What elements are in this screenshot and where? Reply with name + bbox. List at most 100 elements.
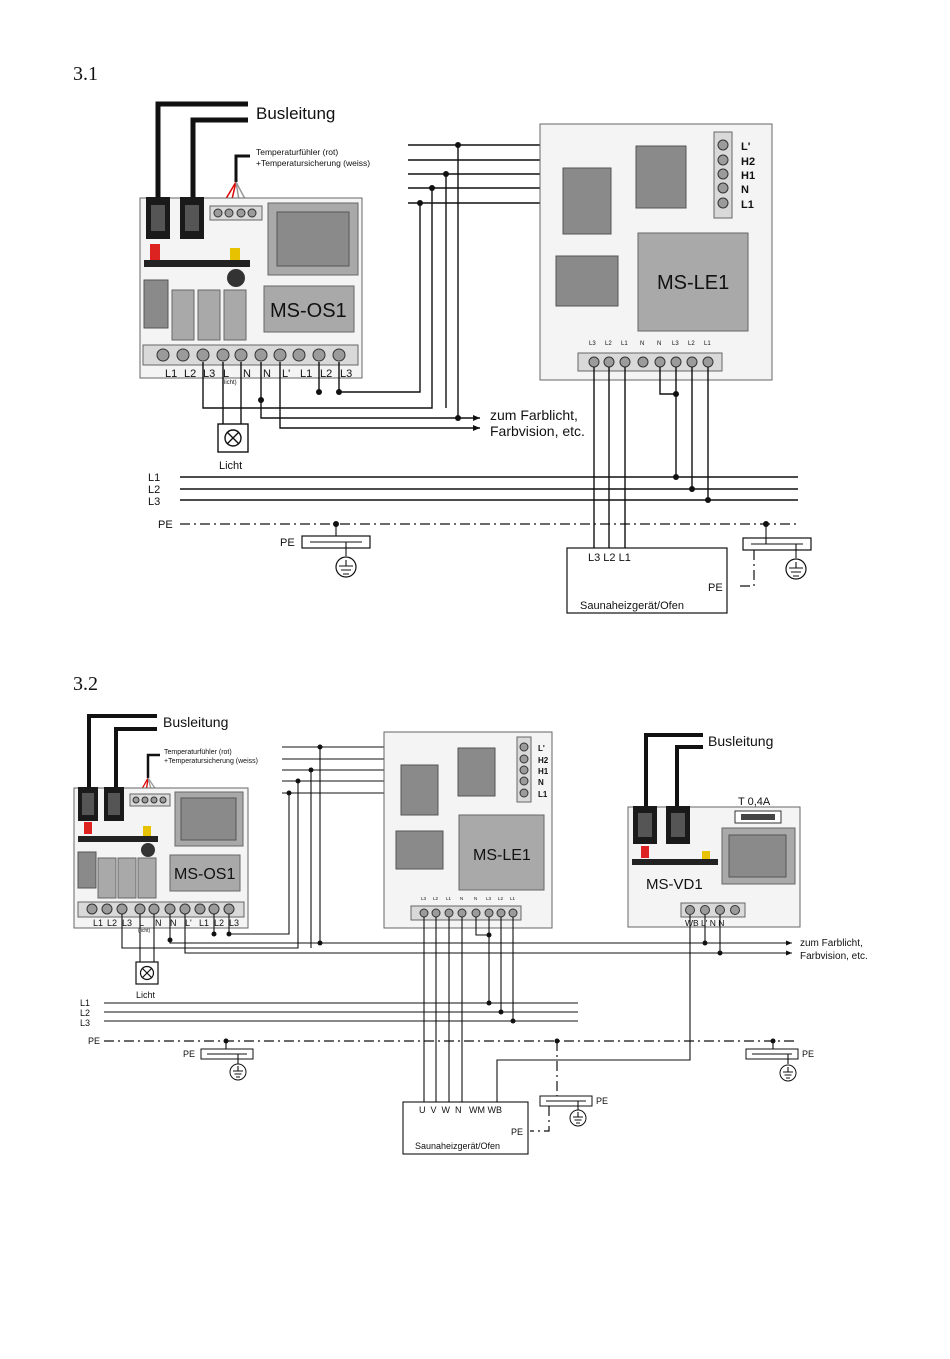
fuse-label: T 0,4A: [738, 796, 771, 808]
ms-le1-label: MS-LE1: [657, 272, 729, 294]
terminal-label: L2: [107, 918, 117, 928]
terminal-label: L2: [320, 368, 332, 380]
terminal-label: L: [223, 368, 229, 380]
terminal-label: L': [538, 744, 545, 753]
farblicht-label: zum Farblicht,: [490, 407, 578, 423]
bus-label: Busleitung: [163, 714, 228, 730]
terminal-label: N: [538, 778, 544, 787]
terminal-label: L: [139, 918, 144, 928]
sensor-cable: [146, 753, 160, 778]
pe-label: PE: [280, 537, 295, 549]
terminal-label: L2: [605, 341, 612, 347]
terminal-label: L1: [538, 790, 548, 799]
ms-le1-board: MS-LE1: [383, 731, 553, 929]
bus-cable: [114, 727, 157, 790]
terminal-label: H1: [538, 767, 549, 776]
terminal-label: L2: [688, 341, 695, 347]
ms-os1-board: MS-OS1: [73, 787, 249, 929]
section-heading-3-2: 3.2: [73, 673, 98, 695]
bus-cable: [190, 117, 248, 200]
terminal-label: H2: [538, 756, 549, 765]
farblicht-label: Farbvision, etc.: [800, 951, 868, 962]
terminal-label: L3: [122, 918, 132, 928]
terminal-label: N: [155, 918, 162, 928]
terminal-label: L3: [589, 341, 596, 347]
terminal-label: H2: [741, 156, 755, 168]
oven-terminals: U V W N WM WB: [419, 1105, 502, 1115]
mains-label: L1: [148, 472, 160, 484]
terminal-label: N: [243, 368, 251, 380]
ms-os1-label: MS-OS1: [174, 866, 235, 883]
terminal-label: L2: [214, 918, 224, 928]
terminal-label: N: [741, 184, 749, 196]
ms-vd1-label: MS-VD1: [646, 876, 703, 893]
terminal-label: L': [282, 368, 290, 380]
terminal-label: L3: [229, 918, 239, 928]
ms-os1-board: MS-OS1: [139, 197, 363, 379]
ground-icon: [785, 558, 807, 580]
section-heading-3-1: 3.1: [73, 63, 98, 85]
pe-label: PE: [596, 1096, 608, 1106]
oven-label: Saunaheizgerät/Ofen: [580, 600, 684, 612]
bus-cable: [87, 714, 157, 790]
terminal-label: L1: [621, 341, 628, 347]
pe-label: PE: [802, 1049, 814, 1059]
terminal-label: L1: [165, 368, 177, 380]
ms-vd1-board: MS-VD1: [627, 806, 801, 928]
mains-label: L3: [80, 1018, 90, 1028]
terminal-label: L1: [93, 918, 103, 928]
ground-icon: [335, 556, 357, 578]
bus-label: Busleitung: [708, 733, 773, 749]
terminal-label: L1: [741, 199, 754, 211]
terminal-label: N: [640, 341, 644, 347]
mains-label: L2: [80, 1008, 90, 1018]
terminal-label: H1: [741, 170, 755, 182]
licht-small-label: (licht): [222, 380, 237, 386]
terminal-label: N: [263, 368, 271, 380]
bus-label: Busleitung: [256, 104, 335, 123]
pe-label: PE: [511, 1127, 523, 1137]
terminal-label: L1: [300, 368, 312, 380]
sensor-label: +Temperatursicherung (weiss): [164, 758, 258, 765]
sensor-cable: [234, 154, 250, 182]
oven-terminals: L3 L2 L1: [588, 552, 631, 564]
terminal-label: L2: [184, 368, 196, 380]
ms-vd1-terminal-row: [685, 905, 740, 915]
pe-label: PE: [88, 1036, 100, 1046]
ground-icon: [229, 1063, 247, 1081]
pe-label: PE: [708, 582, 723, 594]
sensor-label: Temperaturfühler (rot): [164, 749, 232, 756]
pe-label: PE: [158, 519, 173, 531]
terminal-label: L2: [433, 896, 439, 901]
terminal-label: L1: [446, 896, 452, 901]
lamp-label: Licht: [219, 460, 242, 472]
terminal-label: L2: [498, 896, 504, 901]
oven-box: [402, 1101, 529, 1155]
terminal-label: L': [741, 141, 751, 153]
oven-box: [566, 547, 728, 614]
licht-small-label: (licht): [138, 928, 151, 934]
terminal-label: L3: [672, 341, 679, 347]
ms-os1-terminal-row: [86, 903, 235, 915]
ms-le1-board: MS-LE1: [539, 123, 773, 381]
farblicht-label: zum Farblicht,: [800, 938, 863, 949]
farblicht-label: Farbvision, etc.: [490, 423, 585, 439]
ms-os1-terminal-row: [156, 348, 346, 362]
terminal-label: L3: [340, 368, 352, 380]
terminal-label: L3: [421, 896, 427, 901]
mains-label: L2: [148, 484, 160, 496]
bus-cable: [644, 733, 703, 811]
terminal-label: N: [474, 896, 477, 901]
terminal-label: L1: [510, 896, 516, 901]
pe-label: PE: [183, 1049, 195, 1059]
terminal-label: L1: [704, 341, 711, 347]
ms-os1-label: MS-OS1: [270, 300, 347, 322]
terminal-label: L3: [203, 368, 215, 380]
bus-cable: [675, 745, 703, 811]
lamp-label: Licht: [136, 990, 156, 1000]
terminal-label: N: [460, 896, 463, 901]
sensor-label: Temperaturfühler (rot): [256, 147, 338, 157]
terminal-label: N: [170, 918, 177, 928]
ms-le1-label: MS-LE1: [473, 847, 531, 864]
